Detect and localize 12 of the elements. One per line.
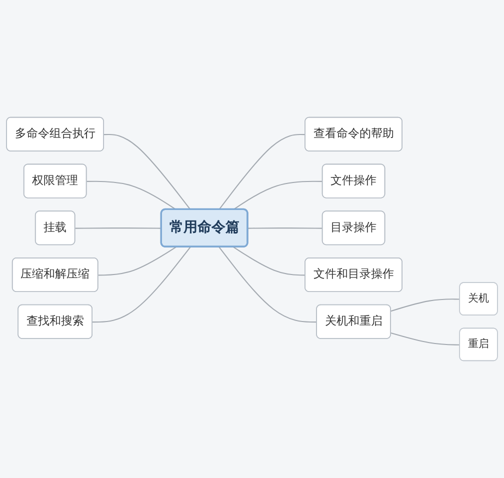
connector [233,246,306,276]
connector [218,134,306,210]
connector [233,180,323,210]
connector [92,246,191,323]
connector [86,180,176,210]
connector [98,246,176,276]
connector [248,228,323,229]
connector [390,332,460,346]
connector [104,134,191,210]
connector [390,298,460,312]
connector [75,228,162,229]
connector [218,246,317,323]
